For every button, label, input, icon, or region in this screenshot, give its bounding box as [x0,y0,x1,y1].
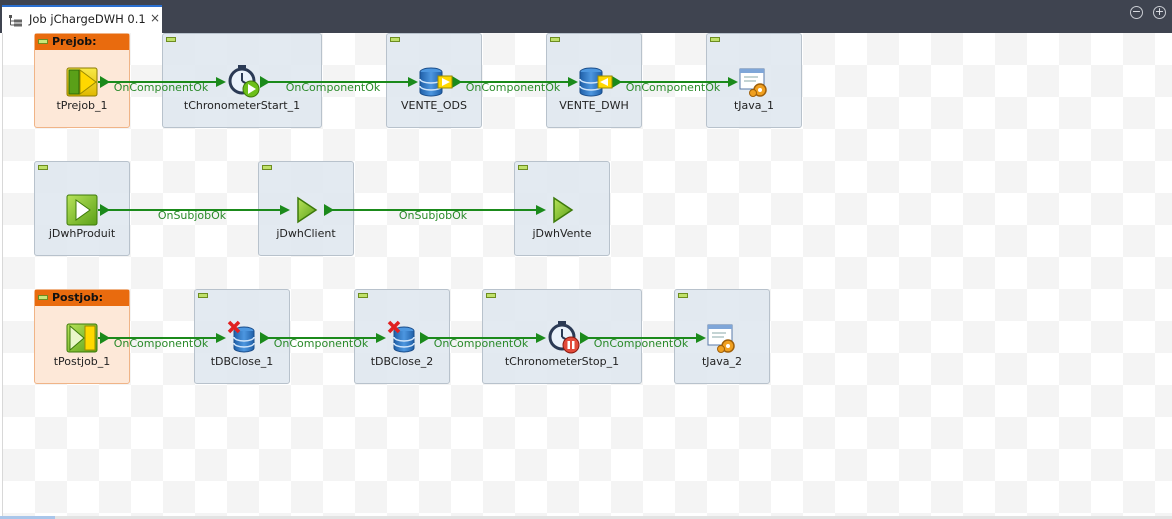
link-end-arrow [216,77,226,87]
link-start-arrow [260,332,270,344]
link-start-arrow [100,76,110,88]
jdwhproduit-component[interactable] [66,194,98,230]
job-icon [8,13,24,32]
link-end-arrow [696,333,706,343]
component-label: tChronometerStop_1 [504,355,620,368]
collapse-icon[interactable] [710,37,720,42]
prejob-icon [66,67,98,97]
bottom-divider [0,516,1172,519]
link-start-arrow [260,76,270,88]
database-close-icon [227,320,255,353]
link-label[interactable]: OnComponentOk [285,81,381,94]
collapse-icon[interactable] [486,293,496,298]
link-start-arrow [452,76,462,88]
subjob-title: Prejob: [52,35,97,48]
component-label: tPostjob_1 [53,355,111,368]
link-label[interactable]: OnComponentOk [433,337,529,350]
subjob-title: Postjob: [52,291,104,304]
link-label[interactable]: OnComponentOk [113,337,209,350]
jdwhvente-component[interactable] [546,194,578,230]
collapse-icon[interactable] [166,37,176,42]
java-code-icon [739,68,767,97]
component-label: tJava_2 [701,355,743,368]
link-end-arrow [536,333,546,343]
postjob-icon [66,323,98,353]
tjava-1-component[interactable] [738,66,770,102]
collapse-icon[interactable] [678,293,688,298]
tchronometerstart-component[interactable] [226,64,260,102]
link-start-arrow [100,332,110,344]
component-label: jDwhVente [532,227,592,240]
run-job-icon [553,196,574,224]
tjava-2-component[interactable] [706,322,738,358]
component-label: tDBClose_2 [370,355,434,368]
jdwhclient-component[interactable] [290,194,322,230]
component-label: VENTE_ODS [401,99,467,112]
link-end-arrow [216,333,226,343]
subjob-header: Prejob: [35,34,129,50]
component-label: tDBClose_1 [210,355,274,368]
link-label[interactable]: OnComponentOk [593,337,689,350]
database-close-icon [387,320,415,353]
link-start-arrow [612,76,622,88]
tprejob-component[interactable] [66,66,100,102]
link-end-arrow [376,333,386,343]
link-start-arrow [100,204,110,216]
component-label: jDwhProduit [48,227,116,240]
vente-ods-component[interactable] [418,66,454,102]
collapse-icon[interactable] [358,293,368,298]
link-label[interactable]: OnSubjobOk [398,209,468,222]
link-end-arrow [280,205,290,215]
component-label: tPrejob_1 [56,99,108,112]
link-end-arrow [728,77,738,87]
link-end-arrow [408,77,418,87]
tdbclose-1-component[interactable] [226,320,260,358]
link-start-arrow [580,332,590,344]
link-label[interactable]: OnComponentOk [273,337,369,350]
run-job-icon [297,196,318,224]
maximize-icon[interactable]: + [1153,5,1166,19]
tab-job-jchargedwh[interactable]: Job jChargeDWH 0.1 × [2,5,162,33]
close-icon[interactable]: × [150,11,161,25]
collapse-icon[interactable] [518,165,528,170]
collapse-icon[interactable] [38,165,48,170]
link-label[interactable]: OnComponentOk [113,81,209,94]
link-label[interactable]: OnComponentOk [625,81,721,94]
database-input-icon [419,67,453,97]
link-label[interactable]: OnSubjobOk [157,209,227,222]
stopwatch-stop-icon [548,321,580,354]
collapse-icon[interactable] [550,37,560,42]
component-label: VENTE_DWH [559,99,629,112]
collapse-icon[interactable] [262,165,272,170]
tchronometerstop-component[interactable] [546,320,580,358]
link-start-arrow [420,332,430,344]
tab-title: Job jChargeDWH 0.1 [29,12,146,26]
editor-tab-bar: Job jChargeDWH 0.1 × − + [0,0,1172,33]
bottom-tab-indicator [0,516,55,519]
link-label[interactable]: OnComponentOk [465,81,561,94]
link-start-arrow [324,204,334,216]
link-end-arrow [568,77,578,87]
collapse-icon[interactable] [390,37,400,42]
database-output-icon [579,67,613,97]
vente-dwh-component[interactable] [578,66,614,102]
component-label: tJava_1 [733,99,775,112]
tdbclose-2-component[interactable] [386,320,420,358]
java-code-icon [707,324,735,353]
subjob-header: Postjob: [35,290,129,306]
collapse-icon[interactable] [38,295,48,300]
collapse-icon[interactable] [38,39,48,44]
link-end-arrow [536,205,546,215]
collapse-icon[interactable] [198,293,208,298]
minimize-icon[interactable]: − [1130,5,1143,19]
tpostjob-component[interactable] [66,322,100,358]
run-job-icon [66,194,98,226]
component-label: tChronometerStart_1 [183,99,301,112]
component-label: jDwhClient [276,227,336,240]
stopwatch-start-icon [228,65,260,98]
